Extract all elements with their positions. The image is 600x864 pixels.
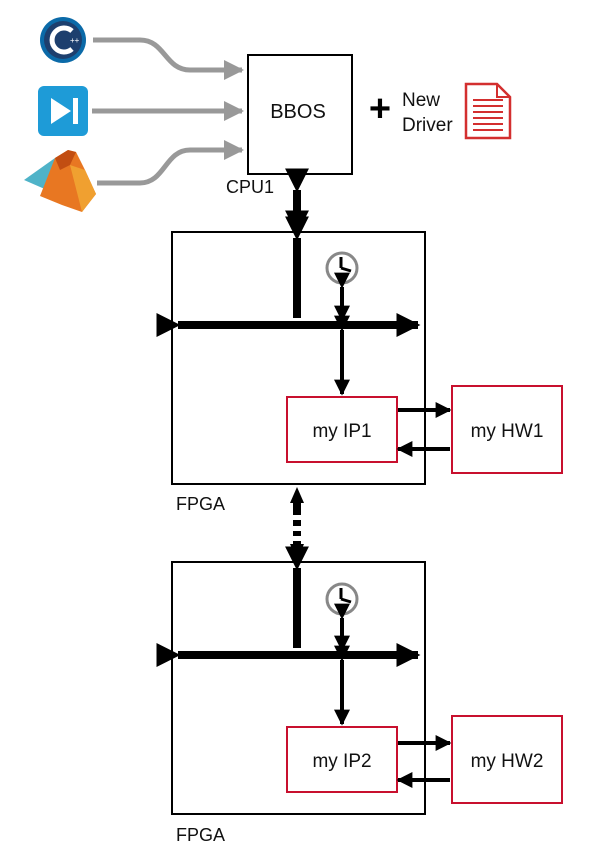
- ip-label: my IP2: [312, 751, 371, 772]
- cpp-logo-icon: ++: [40, 17, 86, 63]
- plus-sign: +: [369, 88, 391, 130]
- bbos-label: BBOS: [270, 101, 326, 123]
- matlab-logo-icon: [24, 150, 96, 212]
- fpga-caption: FPGA: [176, 825, 225, 845]
- fpga-block-2: FPGA my IP2 my HW2: [156, 546, 563, 845]
- svg-text:++: ++: [70, 36, 80, 45]
- connector-matlab: [97, 140, 244, 186]
- fpga-caption: FPGA: [176, 494, 225, 514]
- clock-icon: [325, 251, 359, 285]
- new-driver-line1: New: [402, 90, 440, 111]
- fpga-link-arrow: [290, 487, 304, 560]
- ip-box: [286, 396, 398, 463]
- fpga-block-1: FPGA my IP1 my HW1: [156, 216, 563, 514]
- new-driver-line2: Driver: [402, 115, 453, 136]
- hw-label: my HW1: [471, 421, 544, 442]
- hw-label: my HW2: [471, 751, 544, 772]
- labview-run-icon: [38, 86, 88, 136]
- clock-icon: [325, 582, 359, 616]
- ip-box: [286, 726, 398, 793]
- document-icon: [464, 82, 512, 140]
- connector-cpp: [93, 37, 244, 80]
- hw-box: [451, 385, 563, 474]
- ip-label: my IP1: [312, 421, 371, 442]
- hw-box: [451, 715, 563, 804]
- cpu1-caption: CPU1: [226, 177, 274, 197]
